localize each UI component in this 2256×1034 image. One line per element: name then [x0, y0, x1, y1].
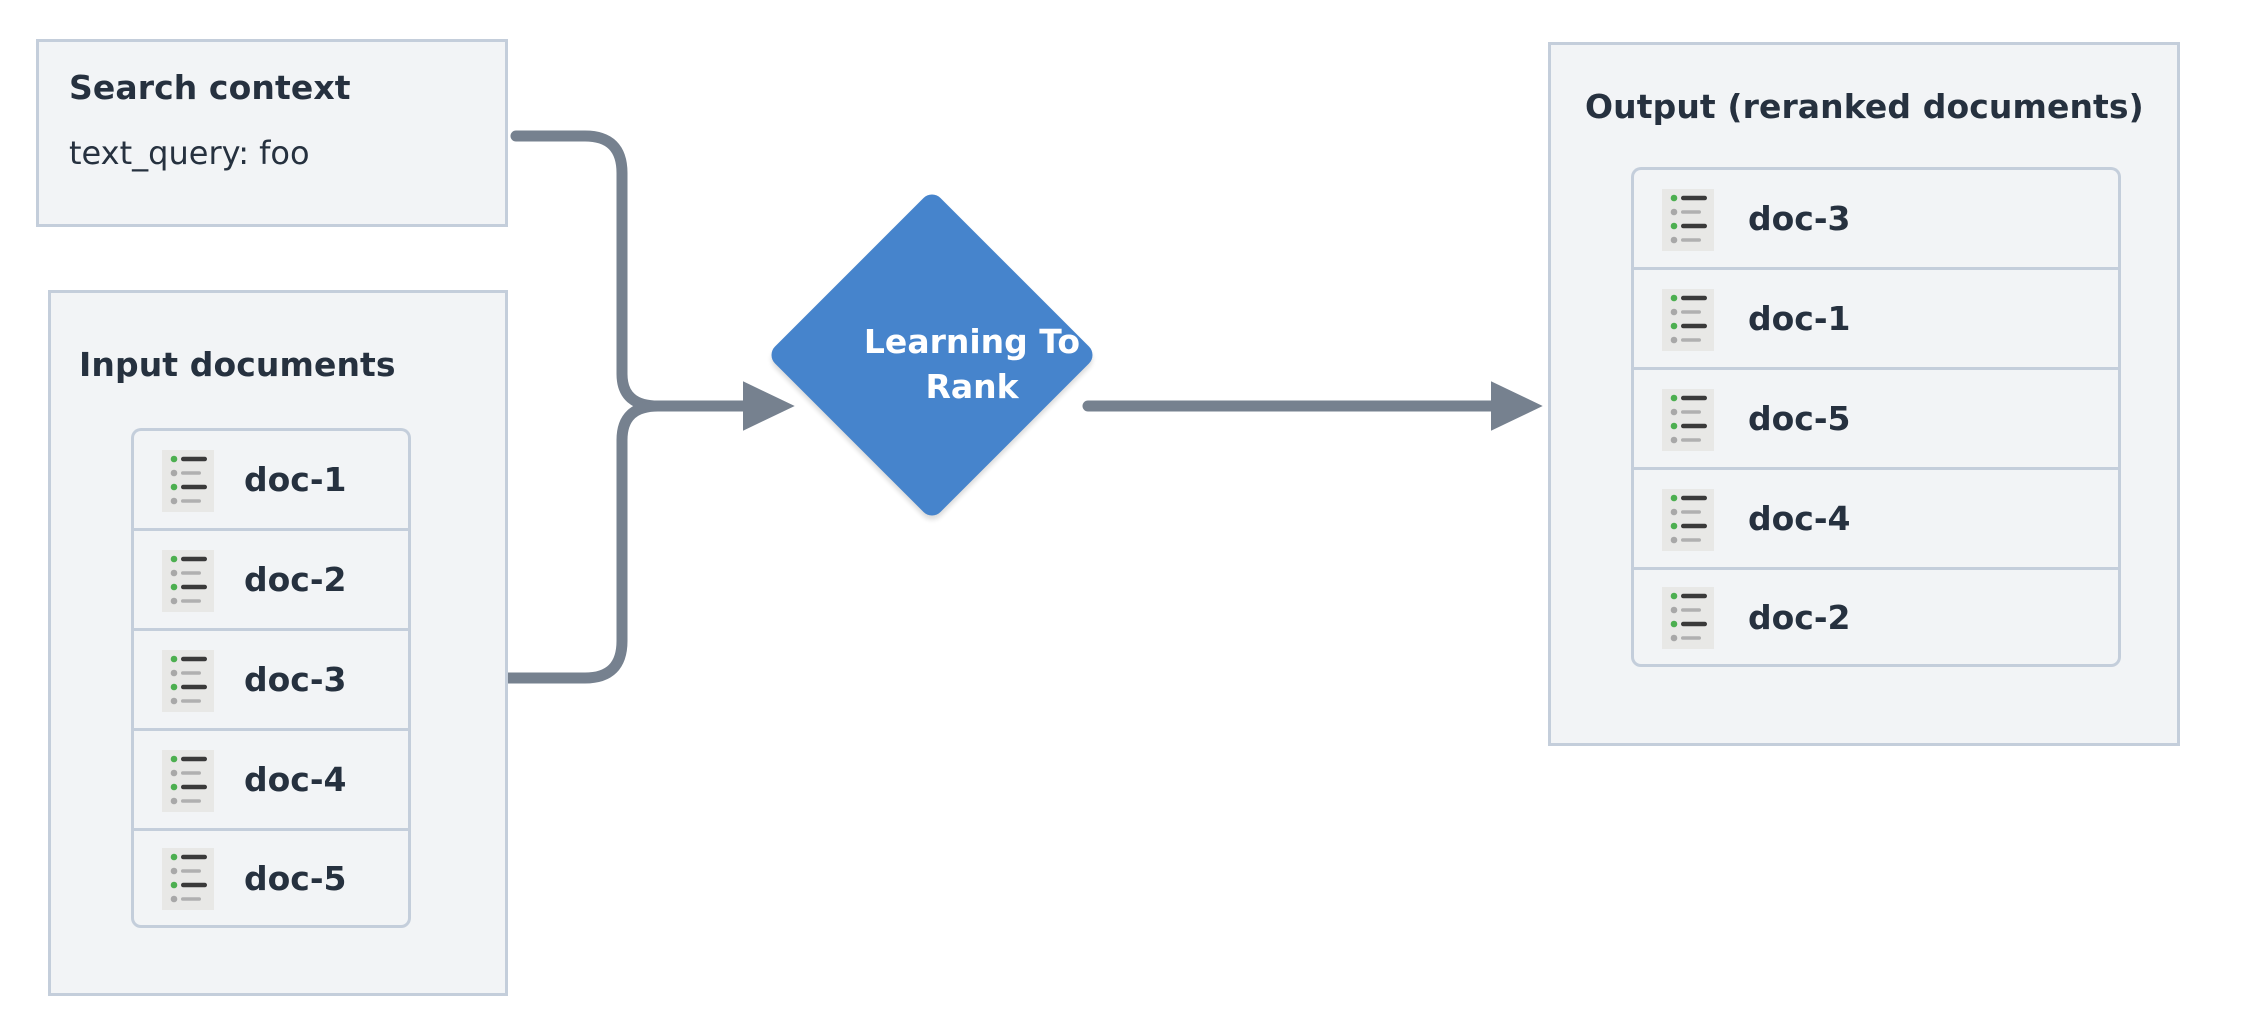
document-card[interactable]: doc-4 [131, 728, 411, 828]
document-list-icon [1662, 188, 1714, 251]
document-label: doc-4 [244, 760, 347, 799]
output-panel-title: Output (reranked documents) [1585, 87, 2144, 126]
document-list-icon [1662, 388, 1714, 451]
output-document-list: doc-3 doc-1 doc-5 doc-4 doc-2 [1631, 167, 2121, 667]
document-list-icon [1662, 587, 1714, 649]
document-label: doc-4 [1748, 499, 1851, 538]
search-context-query: text_query: foo [69, 134, 310, 172]
document-card[interactable]: doc-1 [131, 428, 411, 528]
connector-search-context-to-ltr [510, 130, 664, 412]
document-label: doc-2 [1748, 597, 1851, 637]
document-card[interactable]: doc-1 [1631, 267, 2121, 367]
document-label: doc-5 [244, 858, 347, 898]
document-card[interactable]: doc-2 [1631, 567, 2121, 667]
document-list-icon [162, 449, 214, 512]
search-context-panel: Search context text_query: foo [36, 39, 508, 227]
document-label: doc-1 [244, 460, 347, 499]
document-label: doc-3 [244, 660, 347, 699]
document-list-icon [162, 848, 214, 910]
document-list-icon [162, 749, 214, 812]
document-card[interactable]: doc-5 [131, 828, 411, 928]
document-label: doc-5 [1748, 399, 1851, 438]
document-list-icon [162, 649, 214, 712]
document-label: doc-3 [1748, 199, 1851, 238]
document-card[interactable]: doc-4 [1631, 467, 2121, 567]
connector-input-documents-to-ltr [502, 400, 664, 684]
document-list-icon [162, 549, 214, 612]
document-card[interactable]: doc-3 [131, 628, 411, 728]
document-list-icon [1662, 288, 1714, 351]
learning-to-rank-node[interactable] [766, 189, 1098, 521]
document-card[interactable]: doc-5 [1631, 367, 2121, 467]
document-list-icon [1662, 488, 1714, 551]
document-label: doc-2 [244, 560, 347, 599]
document-card[interactable]: doc-2 [131, 528, 411, 628]
input-documents-title: Input documents [79, 345, 396, 384]
document-card[interactable]: doc-3 [1631, 167, 2121, 267]
document-label: doc-1 [1748, 299, 1851, 338]
input-document-list: doc-1 doc-2 doc-3 doc-4 doc-5 [131, 428, 411, 928]
search-context-title: Search context [69, 68, 351, 107]
